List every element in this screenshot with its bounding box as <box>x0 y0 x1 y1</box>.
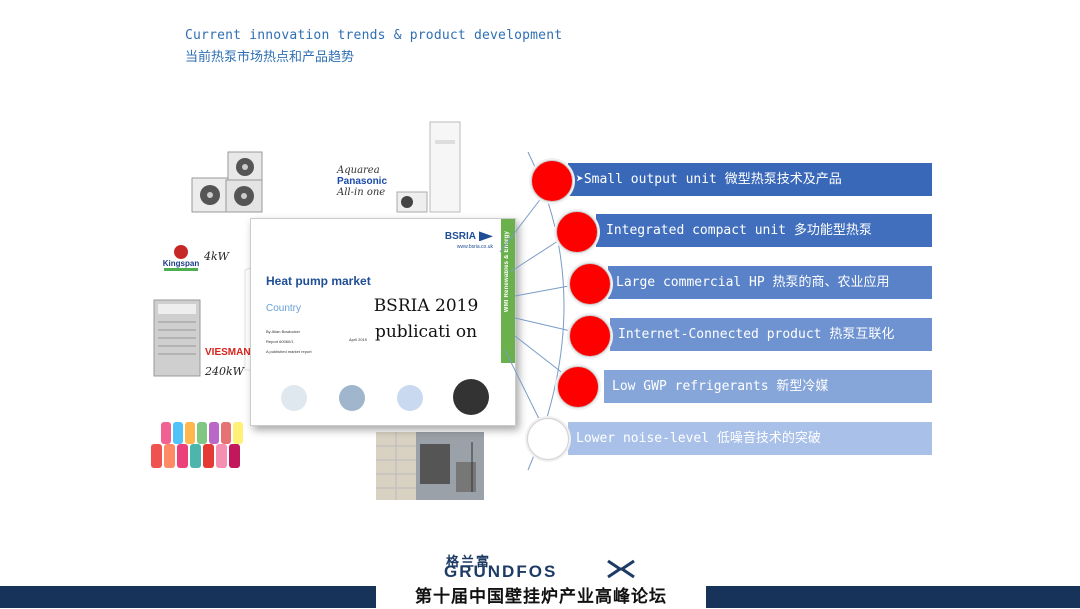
trend-bullet-icon <box>531 160 573 202</box>
bsria-url: www.bsria.co.uk <box>456 244 493 250</box>
viessmann-power: 240kW <box>205 365 244 378</box>
report-meta-line: Report 60060/1 <box>266 339 294 344</box>
bsria-logo: BSRIA <box>445 231 493 242</box>
trend-bullet-icon <box>556 211 598 253</box>
trend-item: Internet-Connected product 热泵互联化 <box>610 318 932 351</box>
bsria-logo-text: BSRIA <box>444 231 476 242</box>
trend-label: Low GWP refrigerants 新型冷媒 <box>612 379 829 394</box>
aquarea-label: Aquarea <box>337 165 380 176</box>
bsria-mark-icon <box>479 231 493 242</box>
panasonic-logo: Panasonic <box>337 176 388 187</box>
trend-label: Large commercial HP 热泵的商、农业应用 <box>616 275 890 290</box>
all-in-one-label: All-in one <box>337 187 386 198</box>
grundfos-x-icon <box>607 559 635 579</box>
trend-label: Integrated compact unit 多功能型热泵 <box>606 223 872 238</box>
report-meta-line: By Allan Bowlocker <box>266 329 301 334</box>
trend-label: Internet-Connected product 热泵互联化 <box>618 327 895 342</box>
kingspan-logo-text: Kingspan <box>163 259 200 268</box>
trend-bullet-icon <box>557 366 599 408</box>
report-side-band: WMI Renewables & Energy <box>501 219 515 363</box>
viessmann-logo: VIESMANN <box>205 347 258 358</box>
boiler-image <box>153 299 201 377</box>
trend-bullet-icon <box>569 263 611 305</box>
trend-item: Lower noise-level 低噪音技术的突破 <box>568 422 932 455</box>
trend-item: Large commercial HP 热泵的商、农业应用 <box>608 266 932 299</box>
trend-label: ➤Small output unit 微型热泵技术及产品 <box>576 172 842 187</box>
refrigerant-cylinders-image <box>151 422 243 468</box>
trend-item: Integrated compact unit 多功能型热泵 <box>596 214 932 247</box>
report-overlay-text: BSRIA 2019 publicati on <box>373 296 479 342</box>
slide-title-zh: 当前热泵市场热点和产品趋势 <box>185 49 355 64</box>
report-meta: By Allan Bowlocker Report 60060/1 A publ… <box>266 327 312 357</box>
report-thumbnails <box>251 377 501 423</box>
trend-item: Low GWP refrigerants 新型冷媒 <box>604 370 932 403</box>
bsria-report-cover: BSRIA www.bsria.co.uk WMI Renewables & E… <box>250 218 516 426</box>
trend-item: ➤Small output unit 微型热泵技术及产品 <box>568 163 932 196</box>
noise-test-photo <box>376 432 484 500</box>
thumb-photo-icon <box>453 379 489 415</box>
thumb-unit-icon <box>339 385 365 411</box>
report-date: April 2019 <box>349 337 368 342</box>
outdoor-heat-pump-image <box>191 151 263 213</box>
report-title: Heat pump market <box>266 274 371 288</box>
grundfos-logo-zh: 格兰富 <box>446 554 492 569</box>
trend-bullet-empty-icon <box>527 418 569 460</box>
indoor-unit-image <box>396 121 461 213</box>
slide-title-en: Current innovation trends & product deve… <box>185 28 563 43</box>
report-meta-line: A published market report <box>266 349 312 354</box>
event-title: 第十届中国壁挂炉产业高峰论坛 <box>376 584 706 608</box>
kingspan-power: 4kW <box>204 250 229 263</box>
kingspan-logo-icon: Kingspan <box>163 245 200 271</box>
thumb-technician-icon <box>281 385 307 411</box>
trend-label: Lower noise-level 低噪音技术的突破 <box>576 431 821 446</box>
thumb-book-icon <box>397 385 423 411</box>
report-country: Country <box>266 303 302 314</box>
trend-bullet-icon <box>569 315 611 357</box>
grundfos-logo: GRUNDFOS <box>444 562 558 581</box>
report-band-text: WMI Renewables & Energy <box>504 231 510 313</box>
